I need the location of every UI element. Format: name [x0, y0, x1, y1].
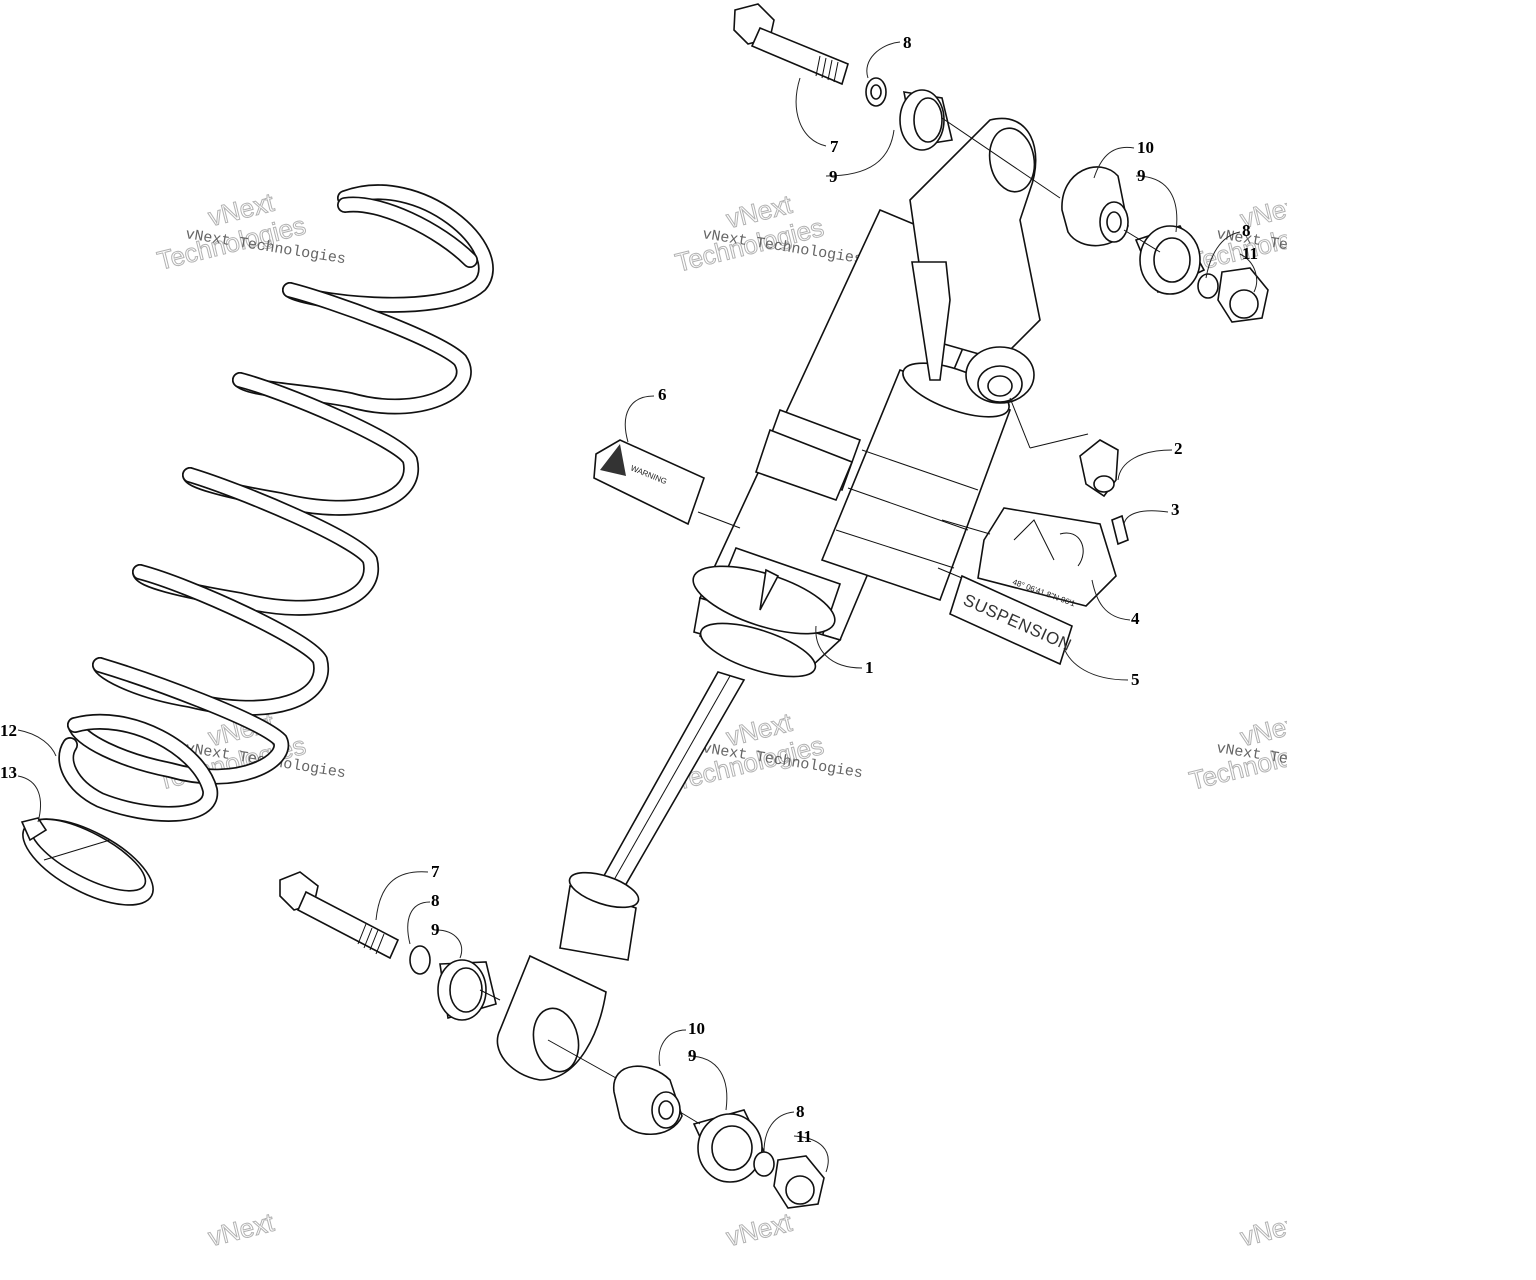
top-nut: [1217, 267, 1269, 323]
callout-12: 12: [0, 721, 17, 740]
callout-9: 9: [688, 1046, 697, 1065]
bottom-washer: [409, 945, 431, 975]
leader-lines: [17, 41, 1258, 1173]
top-right-washer: [1197, 273, 1219, 299]
shock-absorber: [496, 117, 1041, 1081]
callout-8: 8: [903, 33, 912, 52]
callout-2: 2: [1174, 439, 1183, 458]
callout-8: 8: [1242, 221, 1251, 240]
valve: [1079, 439, 1119, 498]
screw: [1111, 514, 1129, 546]
watermark: vNext: [205, 1206, 278, 1252]
coil-spring: [58, 184, 494, 822]
callout-11: 11: [796, 1127, 812, 1146]
callout-6: 6: [658, 385, 667, 404]
callout-11: 11: [1242, 244, 1258, 263]
callout-8: 8: [796, 1102, 805, 1121]
callout-7: 7: [830, 137, 839, 156]
bottom-bushing-left: [437, 959, 497, 1021]
watermark: vNext: [723, 1206, 796, 1252]
callout-3: 3: [1171, 500, 1180, 519]
callout-10: 10: [1137, 138, 1154, 157]
top-washer-hole: [870, 84, 882, 100]
top-bolt: [733, 3, 849, 86]
watermark: vNext Technologies: [672, 188, 828, 278]
callouts: 8 7 9 10 9 8 11 6 2 3 4 5 1 12 13 7 8 9 …: [0, 33, 1258, 1146]
callout-9: 9: [431, 920, 440, 939]
callout-8: 8: [431, 891, 440, 910]
watermark-group: vNext Technologies vNext Technologies vN…: [154, 186, 1378, 1252]
callout-10: 10: [688, 1019, 705, 1038]
callout-9: 9: [1137, 166, 1146, 185]
bottom-nut: [773, 1155, 825, 1209]
callout-4: 4: [1131, 609, 1140, 628]
watermark-word1: vNext: [205, 1207, 277, 1252]
spring-seat: [20, 817, 154, 906]
watermark-word1: vNext: [723, 1207, 795, 1252]
callout-5: 5: [1131, 670, 1140, 689]
axis-lines: [43, 117, 1161, 1125]
bottom-spherical-bearing: [613, 1065, 683, 1136]
warning-decal: WARNING: [593, 439, 705, 526]
top-spherical-bearing: [1061, 166, 1129, 247]
blank-margin: [1287, 0, 1536, 1280]
top-bushing-right: [1134, 225, 1206, 295]
callout-1: 1: [865, 658, 874, 677]
watermark: vNext Technologies: [154, 186, 310, 276]
top-bushing-left: [899, 89, 953, 151]
bottom-right-washer: [753, 1151, 775, 1177]
callout-7: 7: [431, 862, 440, 881]
callout-9: 9: [829, 167, 838, 186]
callout-13: 13: [0, 763, 17, 782]
bottom-bolt: [279, 871, 400, 960]
